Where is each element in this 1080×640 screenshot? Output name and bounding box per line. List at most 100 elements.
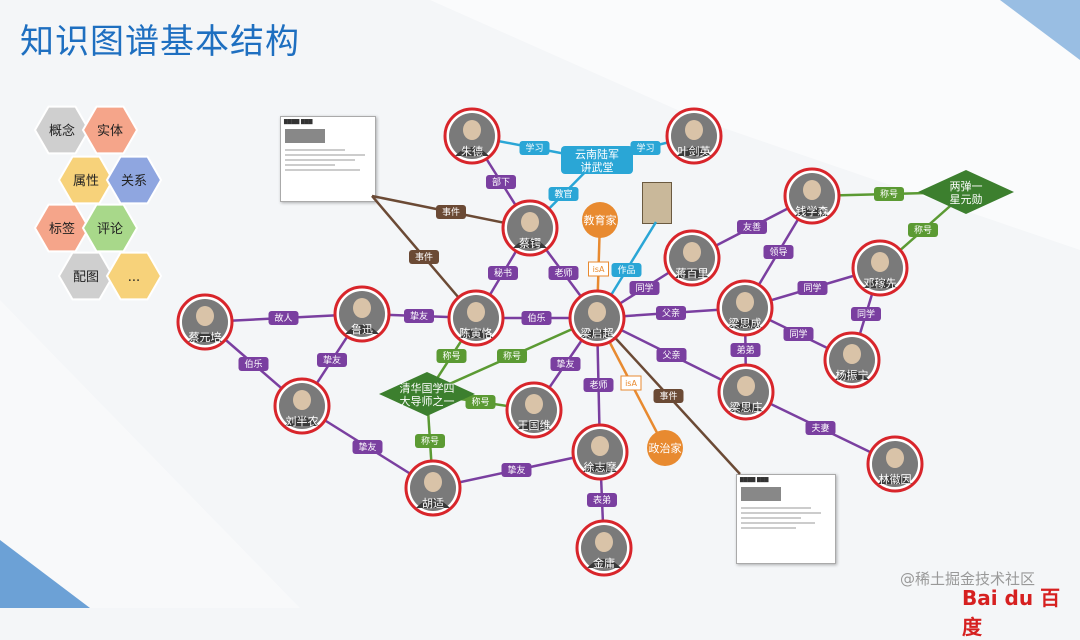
concept-diamond [379,372,475,416]
edge-label: 称号 [497,349,527,363]
tag-node[interactable]: 政治家 [647,430,683,466]
person-node[interactable]: 梁思庄 [717,363,775,421]
edge-label: 夫妻 [805,421,836,435]
edge-label: 父亲 [656,306,686,320]
person-body [459,329,493,338]
person-node[interactable]: 蒋百里 [663,229,721,287]
person-node[interactable]: 梁思成 [716,279,774,337]
edge-label-box [653,389,684,403]
edge-label: 作品 [611,263,642,277]
person-name: 钱学森 [796,204,829,218]
edge-label-box [352,440,383,454]
doc-card-image [285,129,325,143]
edge-label-box [404,309,434,323]
person-body [517,421,551,430]
hex-label: 配图 [73,270,99,285]
edge-label: 父亲 [656,348,687,362]
tag-circle [582,202,618,238]
edge-label-box [521,311,552,325]
edge-label: 事件 [436,205,466,219]
edge-label: 挚友 [317,353,347,367]
edge-label: 学习 [630,141,661,155]
edge-label: 伯乐 [521,311,552,325]
person-name: 蒋百里 [676,267,709,280]
person-node[interactable]: 徐志摩 [571,423,629,481]
edge-label-box [587,493,617,507]
edge-label: 称号 [436,349,467,363]
person-node[interactable]: 邓稼先 [851,239,909,297]
edge-label-text: 学习 [525,142,543,154]
person-node[interactable]: 叶剑英 [665,107,723,165]
person-face [683,242,701,262]
person-face [353,298,371,318]
person-node[interactable]: 朱德 [443,107,501,165]
book-cover-image [642,182,672,224]
edge-label-text: 夫妻 [811,422,829,434]
person-face [871,252,889,272]
person-body [580,329,614,338]
person-body [795,207,829,216]
edge-label-box [317,353,347,367]
edge-label-box [805,421,836,435]
edge-label-text: 故人 [274,312,292,324]
edge-label-text: 伯乐 [244,358,262,370]
person-node[interactable]: 鲁迅 [333,285,391,343]
hex-cell [33,203,91,253]
person-node[interactable]: 胡适 [404,459,462,517]
person-face [886,448,904,468]
edge-label-box [436,349,467,363]
person-node[interactable]: 陈寅恪 [447,289,505,347]
concept-label: 星元勋 [950,192,983,206]
person-face [843,344,861,364]
person-name: 鲁迅 [351,322,373,336]
edge-label: 老师 [583,378,614,392]
person-body [587,559,621,568]
edge-label-box [656,348,687,362]
edge-label-text: 称号 [471,396,489,408]
edge-label-text: 挚友 [556,358,574,370]
hex-cell [81,203,139,253]
edge-label: 称号 [465,395,496,409]
watermark-text: @稀土掘金技术社区 [900,570,1036,588]
hex-cell [105,251,163,301]
person-node[interactable]: 刘半农 [273,377,331,435]
hex-label: 属性 [73,174,99,189]
edge-label-text: 同学 [857,308,875,320]
person-node[interactable]: 林徽因 [866,435,924,493]
person-node[interactable]: 蔡元培 [176,293,234,351]
person-body [729,403,763,412]
document-card-right: ▇▇▇▇ ▇▇▇ [736,474,836,564]
edge-label: isA [588,261,609,277]
person-name: 金庸 [593,556,615,570]
person-face [803,180,821,200]
page-title: 知识图谱基本结构 [20,22,300,62]
person-node[interactable]: 梁启超 [568,289,626,347]
person-body [455,147,489,156]
edge-label: 领导 [763,245,794,259]
edge-label-text: 同学 [789,328,807,340]
doc-card-header: ▇▇▇▇ ▇▇▇ [284,119,313,125]
person-node[interactable]: 金庸 [575,519,633,577]
person-body [188,333,222,342]
person-name: 刘半农 [286,414,319,428]
hex-cell [81,105,139,155]
hex-label: ... [128,270,140,285]
edge-label-text: 事件 [442,206,460,218]
person-node[interactable]: 蔡锷 [501,199,559,257]
person-node[interactable]: 钱学森 [783,167,841,225]
tag-node[interactable]: 教育家 [582,202,618,238]
edge-label-box [497,349,527,363]
person-name: 林徽因 [879,472,912,486]
person-name: 王国维 [518,419,551,432]
edge-label-box [656,306,686,320]
edge-label: 称号 [908,223,938,237]
person-name: 蔡元培 [189,330,222,344]
person-face [467,302,485,322]
edge-label: 同学 [783,327,814,341]
edge-label-text: 弟弟 [736,344,754,356]
person-node[interactable]: 王国维 [505,381,563,439]
person-node[interactable]: 杨振宁 [823,331,881,389]
